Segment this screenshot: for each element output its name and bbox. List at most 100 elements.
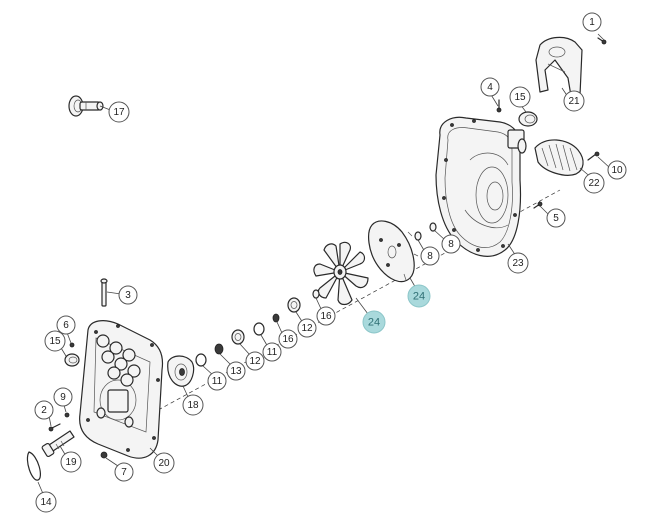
- callout-c23: 23: [507, 252, 529, 274]
- callout-label: 3: [125, 290, 131, 301]
- part-10-screw: [587, 151, 600, 161]
- callout-c6: 6: [56, 315, 76, 335]
- callout-circle: [34, 400, 54, 420]
- callout-circle: [108, 101, 130, 123]
- callout-c15b: 15: [44, 330, 66, 352]
- callout-circle: [546, 208, 566, 228]
- callout-circle: [507, 252, 529, 274]
- callout-label: 15: [49, 336, 61, 347]
- callout-c13: 13: [226, 361, 246, 381]
- callout-label: 7: [121, 467, 127, 478]
- callout-label: 20: [158, 458, 170, 469]
- part-19-shaft: [41, 430, 75, 458]
- callout-label: 16: [282, 334, 294, 345]
- callout-label: 19: [65, 457, 77, 468]
- part-3-bolt: [100, 278, 108, 307]
- part-4-pin: [496, 99, 502, 113]
- callout-c12b: 12: [245, 351, 265, 371]
- part-24-fan-wheel: [313, 241, 369, 306]
- callout-circle: [118, 285, 138, 305]
- part-16-washer-b: [272, 313, 280, 323]
- part-23-housing: [435, 116, 527, 257]
- callout-c3: 3: [118, 285, 138, 305]
- callout-circle: [207, 371, 227, 391]
- callout-circle: [407, 284, 431, 308]
- callout-circle: [278, 329, 298, 349]
- part-20-back-plate: [79, 320, 164, 459]
- part-7-nut: [100, 451, 108, 459]
- callout-c18: 18: [182, 394, 204, 416]
- callout-label: 5: [553, 213, 559, 224]
- callout-label: 8: [448, 239, 454, 250]
- callout-c5: 5: [546, 208, 566, 228]
- callout-label: 12: [301, 323, 313, 334]
- callout-circle: [362, 310, 386, 334]
- callout-c11a: 11: [262, 342, 282, 362]
- callout-label: 6: [63, 320, 69, 331]
- callout-label: 24: [368, 317, 380, 329]
- callout-circle: [114, 462, 134, 482]
- part-14-belt: [26, 451, 41, 481]
- callout-c22: 22: [583, 172, 605, 194]
- callout-circle: [583, 172, 605, 194]
- part-21-bracket: [535, 36, 583, 103]
- part-17-pulley: [68, 95, 104, 117]
- callout-circle: [153, 452, 175, 474]
- callout-c16a: 16: [316, 306, 336, 326]
- part-1-screw: [597, 37, 607, 45]
- part-11-ring-b: [195, 353, 207, 367]
- callout-circle: [607, 160, 627, 180]
- part-2-screw: [48, 423, 61, 432]
- callout-circle: [582, 12, 602, 32]
- callout-label: 24: [413, 291, 425, 303]
- part-16-washer-a: [312, 289, 320, 299]
- callout-label: 2: [41, 405, 47, 416]
- callout-label: 8: [427, 251, 433, 262]
- callout-circle: [44, 330, 66, 352]
- callout-c19: 19: [60, 451, 82, 473]
- callout-circle: [53, 387, 73, 407]
- callout-circle: [56, 315, 76, 335]
- callout-c8b: 8: [441, 234, 461, 254]
- callout-c24a: 24: [407, 284, 431, 308]
- part-13-spacer: [214, 343, 224, 355]
- part-20-cylinder-array: [96, 334, 141, 387]
- callout-c7: 7: [114, 462, 134, 482]
- callout-circle: [297, 318, 317, 338]
- callout-label: 10: [611, 165, 623, 176]
- callout-c16b: 16: [278, 329, 298, 349]
- callout-label: 15: [514, 92, 526, 103]
- callout-circle: [245, 351, 265, 371]
- part-15-bushing-top: [518, 111, 538, 127]
- callout-c8a: 8: [420, 246, 440, 266]
- callout-label: 17: [113, 107, 125, 118]
- callout-circle: [35, 491, 57, 513]
- part-12-bearing-a: [287, 297, 301, 313]
- callout-circle: [563, 90, 585, 112]
- callout-circle: [480, 77, 500, 97]
- callout-label: 11: [212, 376, 223, 387]
- callout-label: 11: [267, 347, 278, 358]
- callout-c10: 10: [607, 160, 627, 180]
- callout-circle: [226, 361, 246, 381]
- callout-circle: [60, 451, 82, 473]
- part-15-bushing-left: [64, 353, 80, 367]
- callout-c1: 1: [582, 12, 602, 32]
- callout-c17: 17: [108, 101, 130, 123]
- part-11-ring-a: [253, 322, 265, 336]
- callout-c15a: 15: [509, 86, 531, 108]
- callout-c20: 20: [153, 452, 175, 474]
- callout-label: 9: [60, 392, 66, 403]
- part-22-grille: [534, 139, 584, 176]
- callout-c12a: 12: [297, 318, 317, 338]
- part-12-bearing-b: [231, 329, 245, 345]
- callout-circle: [262, 342, 282, 362]
- callout-label: 12: [249, 356, 261, 367]
- callout-label: 23: [512, 258, 524, 269]
- callout-label: 14: [40, 497, 52, 508]
- callout-label: 13: [230, 366, 242, 377]
- callout-circle: [182, 394, 204, 416]
- callout-label: 21: [568, 96, 580, 107]
